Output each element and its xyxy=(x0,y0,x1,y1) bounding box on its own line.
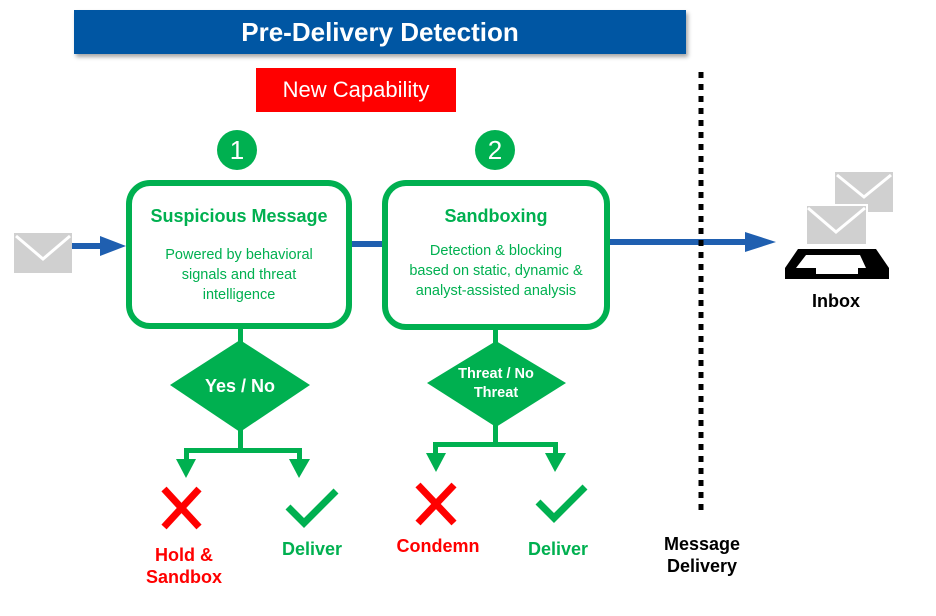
x-mark-icon xyxy=(415,482,457,526)
arrow-into-stage-1 xyxy=(72,236,126,256)
decision-diamond xyxy=(427,341,566,427)
stage-description: Powered by behavioral signals and threat… xyxy=(165,247,313,303)
stage-1-decision-branch xyxy=(170,326,310,478)
stage-2-decision-branch xyxy=(426,328,566,472)
stage-title: Suspicious Message xyxy=(150,206,328,226)
branch-arrow-left xyxy=(426,453,446,472)
check-mark-icon xyxy=(285,488,339,528)
envelope-icon xyxy=(14,233,72,273)
decision-label-yes-no: Yes / No xyxy=(204,375,276,396)
inbox-tray-icon xyxy=(785,172,893,279)
check-mark-icon xyxy=(535,484,588,523)
branch-arrow-left xyxy=(176,459,196,478)
branch-arrow-right xyxy=(545,453,566,472)
inbox-label: Inbox xyxy=(812,291,860,311)
outcome-deliver-1: Deliver xyxy=(281,539,343,559)
stage-sandboxing: Sandboxing Detection & blocking based on… xyxy=(382,180,610,330)
arrow-to-inbox xyxy=(608,232,776,252)
step-number-2: 2 xyxy=(475,130,515,170)
message-delivery-label: Message Delivery xyxy=(663,534,741,576)
decision-diamond xyxy=(170,340,310,432)
stage-title: Sandboxing xyxy=(444,206,548,226)
decision-label-threat: Threat / No Threat xyxy=(458,366,534,401)
step-number-1: 1 xyxy=(217,130,257,170)
diagram-title: Pre-Delivery Detection xyxy=(74,10,686,54)
branch-arrow-right xyxy=(289,459,310,478)
outcome-hold-and-sandbox: Hold & Sandbox xyxy=(145,545,222,587)
stage-description: Detection & blocking based on static, dy… xyxy=(409,243,583,299)
connector-stage-1-to-2 xyxy=(352,241,386,247)
x-mark-icon xyxy=(161,486,202,530)
outcome-deliver-2: Deliver xyxy=(527,539,589,559)
outcome-condemn: Condemn xyxy=(396,536,480,556)
stage-suspicious-message: Suspicious Message Powered by behavioral… xyxy=(126,180,352,329)
new-capability-badge: New Capability xyxy=(256,68,456,112)
